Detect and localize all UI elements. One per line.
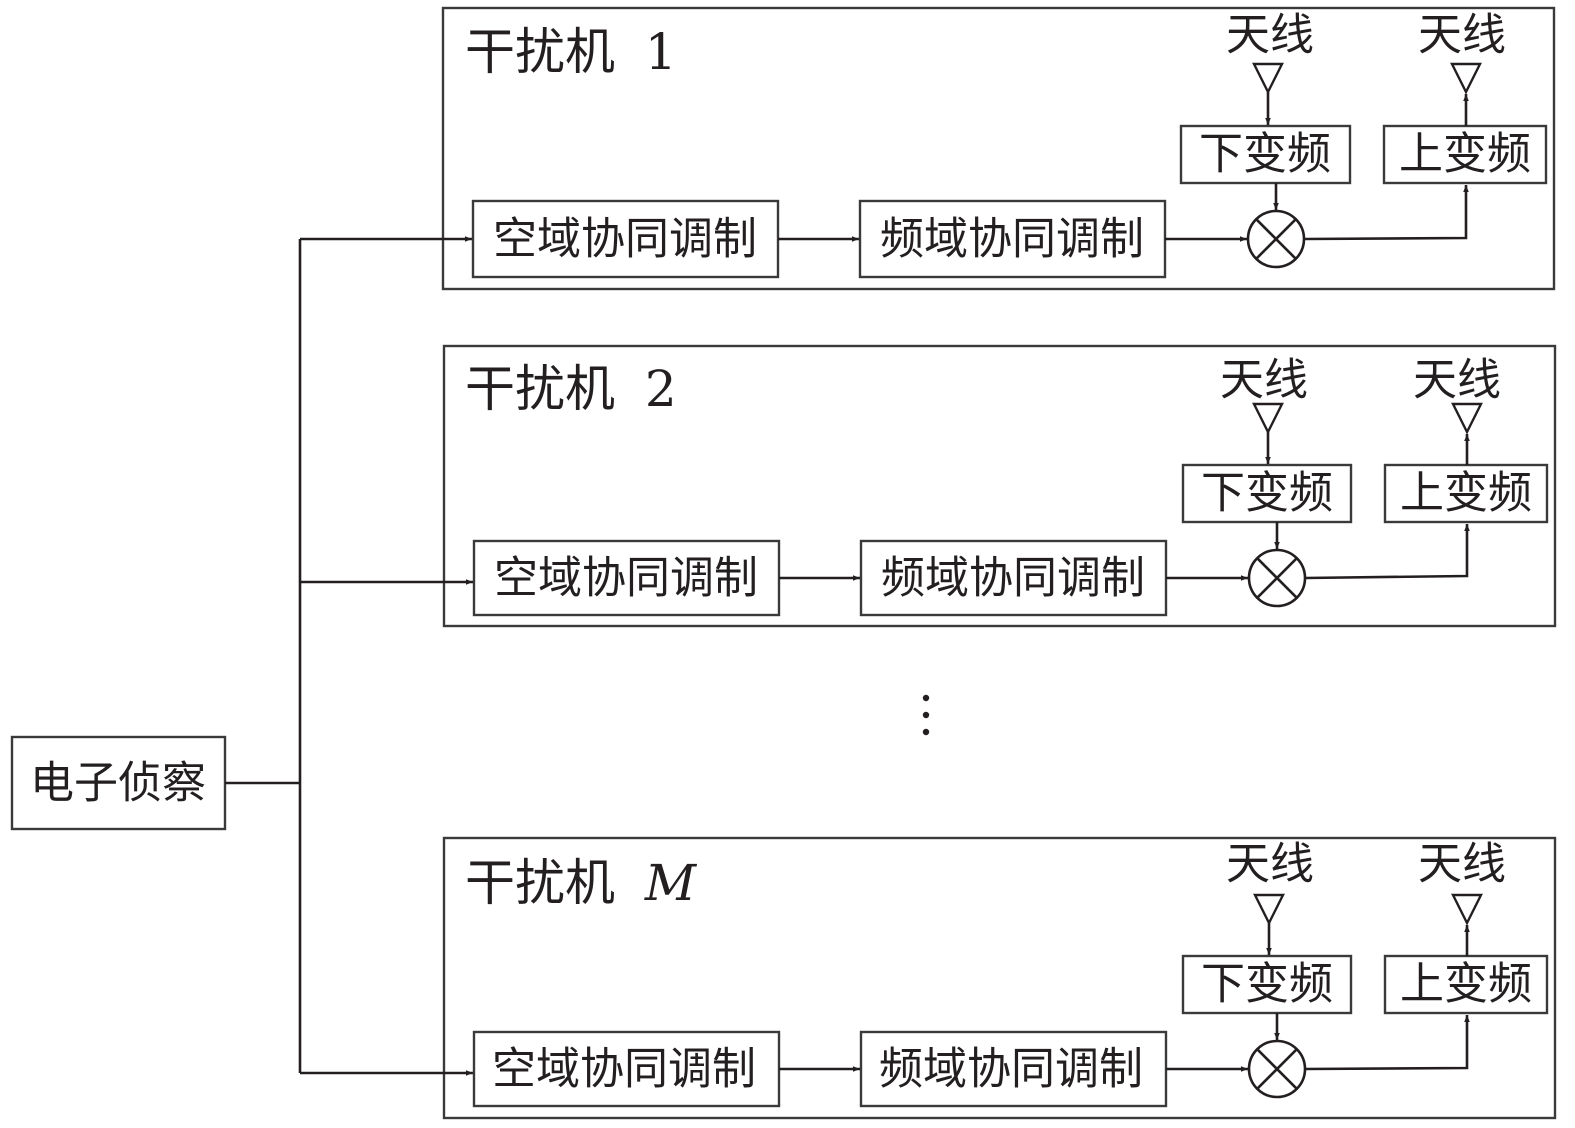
upconversion-label: 上变频 <box>1399 129 1531 180</box>
rx-antenna-icon <box>1252 402 1284 435</box>
jammer-title-prefix: 干扰机 <box>465 360 615 418</box>
downconversion-box <box>1179 124 1352 185</box>
jammer-title-index: 1 <box>645 23 677 81</box>
mixer-to-upconversion-wire <box>1304 524 1470 580</box>
tx-antenna-icon <box>1451 402 1483 435</box>
downconversion-label: 下变频 <box>1199 129 1331 180</box>
downconversion-box <box>1181 463 1353 524</box>
upconversion-label: 上变频 <box>1400 468 1532 519</box>
mixer-icon <box>1247 1039 1307 1099</box>
frequency-modulation-label: 频域协同调制 <box>879 1044 1143 1095</box>
jammer-title: 干扰机 M <box>465 854 698 912</box>
spatial-modulation-label: 空域协同调制 <box>492 1044 756 1095</box>
rx-antenna-icon <box>1252 62 1284 95</box>
jammer-frame <box>442 836 1557 1120</box>
tx-antenna-icon <box>1451 893 1483 926</box>
jammer-frame <box>442 344 1557 628</box>
tx-antenna-icon <box>1450 62 1482 95</box>
jammer-title: 干扰机 2 <box>465 360 677 418</box>
spatial-modulation-label: 空域协同调制 <box>494 553 758 604</box>
tx-antenna-label: 天线 <box>1413 355 1501 406</box>
jammer-unit-m: 干扰机 M 空域协同调制 频域协同调制 下变频 天线 上变频 天线 <box>300 836 1557 1120</box>
jammer-title: 干扰机 1 <box>465 23 677 81</box>
reconnaissance-block: 电子侦察 <box>10 735 227 831</box>
mixer-to-upconversion-wire <box>1303 185 1469 241</box>
jammer-title-prefix: 干扰机 <box>465 23 615 81</box>
mixer-icon <box>1247 548 1307 608</box>
frequency-modulation-box <box>859 539 1168 617</box>
frequency-modulation-label: 频域协同调制 <box>881 553 1145 604</box>
upconversion-label: 上变频 <box>1400 959 1532 1010</box>
mixer-icon <box>1246 209 1306 269</box>
distribution-bus <box>225 239 302 1073</box>
vertical-ellipsis-icon <box>922 694 930 736</box>
rx-antenna-icon <box>1253 893 1285 926</box>
spatial-modulation-box <box>472 539 781 617</box>
downconversion-label: 下变频 <box>1201 959 1333 1010</box>
upconversion-box <box>1382 124 1548 185</box>
jammer-unit-1: 干扰机 1 空域协同调制 频域协同调制 下变频 天线 上变频 <box>300 6 1556 291</box>
jammer-title-index: 2 <box>645 360 677 418</box>
mixer-to-upconversion-wire <box>1304 1015 1470 1071</box>
spatial-modulation-box <box>471 199 780 279</box>
rx-antenna-label: 天线 <box>1220 355 1308 406</box>
reconnaissance-box <box>10 735 227 831</box>
jammer-unit-2: 干扰机 2 空域协同调制 频域协同调制 下变频 天线 上变频 天线 <box>300 344 1557 628</box>
spatial-modulation-label: 空域协同调制 <box>493 214 757 265</box>
jammer-frame <box>441 6 1556 291</box>
jammer-title-prefix: 干扰机 <box>465 854 615 912</box>
frequency-modulation-label: 频域协同调制 <box>880 214 1144 265</box>
downconversion-box <box>1181 954 1353 1015</box>
rx-antenna-label: 天线 <box>1226 10 1314 61</box>
tx-antenna-label: 天线 <box>1418 10 1506 61</box>
jammer-title-index: M <box>644 854 698 912</box>
tx-antenna-label: 天线 <box>1418 839 1506 890</box>
rx-antenna-label: 天线 <box>1226 839 1314 890</box>
upconversion-box <box>1383 954 1549 1015</box>
downconversion-label: 下变频 <box>1201 468 1333 519</box>
spatial-modulation-box <box>472 1030 781 1108</box>
reconnaissance-label: 电子侦察 <box>30 758 206 809</box>
